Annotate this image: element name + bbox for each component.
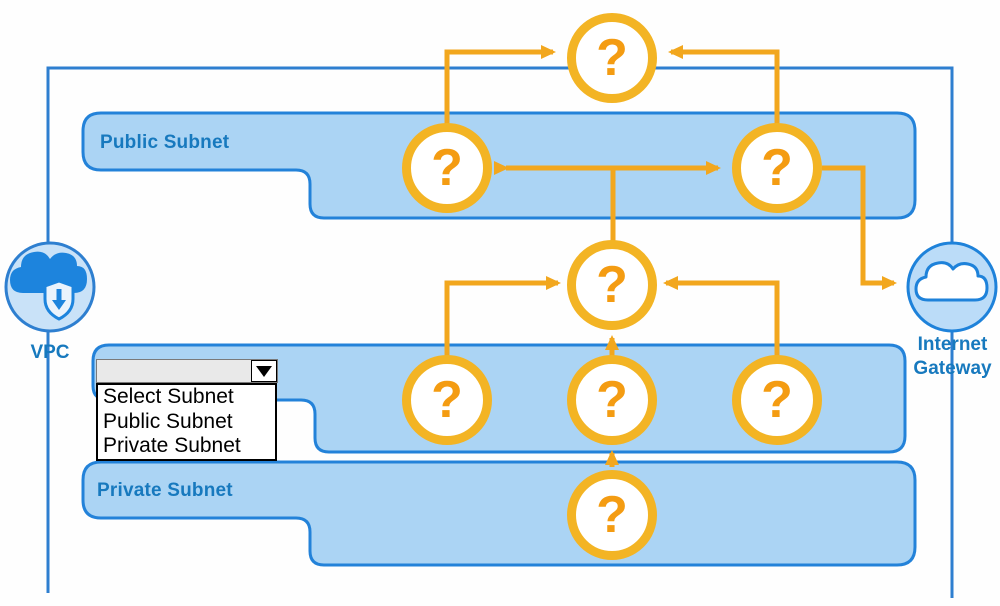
private-subnet-label: Private Subnet bbox=[97, 480, 233, 501]
arrow-public-left-to-top bbox=[444, 45, 556, 126]
qnode-public-right: ? bbox=[732, 123, 822, 213]
connector-arrows bbox=[444, 45, 897, 467]
down-arrow-glyph bbox=[52, 289, 66, 310]
subnet-dropdown[interactable] bbox=[96, 359, 278, 383]
internet-gateway-icon bbox=[906, 241, 998, 333]
shield-icon bbox=[43, 279, 75, 321]
arrow-middle-left-to-hub bbox=[444, 276, 561, 357]
qnode-public-left: ? bbox=[402, 123, 492, 213]
qnode-middle-right: ? bbox=[732, 355, 822, 445]
arrow-public-right-to-igw bbox=[822, 165, 897, 290]
chevron-down-icon bbox=[256, 365, 272, 377]
qnode-middle-left: ? bbox=[402, 355, 492, 445]
arrow-public-right-to-top bbox=[668, 45, 780, 126]
cloud-icon bbox=[914, 261, 989, 302]
arrow-middle-right-to-hub bbox=[663, 276, 780, 357]
subnet-dropdown-value[interactable] bbox=[97, 360, 251, 382]
subnet-dropdown-button[interactable] bbox=[251, 360, 277, 382]
dropdown-option-select-subnet[interactable]: Select Subnet bbox=[103, 385, 234, 408]
qnode-middle-hub: ? bbox=[567, 240, 657, 330]
private-subnet-band bbox=[81, 460, 917, 567]
dropdown-option-private-subnet[interactable]: Private Subnet bbox=[103, 434, 241, 457]
qnode-top: ? bbox=[567, 13, 657, 103]
vpc-icon bbox=[4, 241, 96, 333]
qnode-private: ? bbox=[567, 470, 657, 560]
vpc-label: VPC bbox=[30, 342, 70, 363]
dropdown-option-public-subnet[interactable]: Public Subnet bbox=[103, 409, 233, 433]
internet-gateway-label: Internet Gateway bbox=[913, 334, 992, 379]
middle-subnet-band bbox=[91, 343, 907, 454]
subnet-dropdown-list: Select Subnet Public Subnet Private Subn… bbox=[96, 383, 277, 461]
public-subnet-label: Public Subnet bbox=[100, 132, 230, 153]
qnode-middle-center: ? bbox=[567, 355, 657, 445]
